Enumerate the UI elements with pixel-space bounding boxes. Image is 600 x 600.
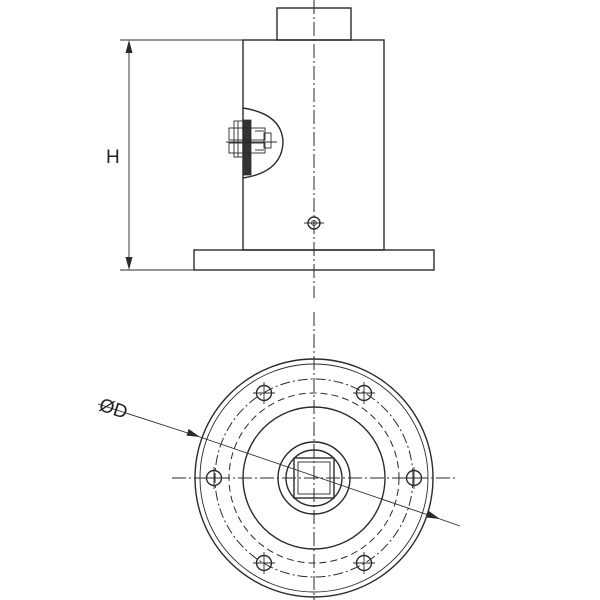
bolt-hole (253, 382, 275, 404)
flange-outer-circle (194, 358, 434, 598)
bolt-hole (353, 382, 375, 404)
connector-section (226, 107, 284, 179)
front-view: H (106, 0, 435, 298)
diameter-dimension (97, 403, 461, 527)
body-hidden-outline (228, 392, 400, 564)
height-dimension (120, 39, 243, 271)
bolt-hole (253, 552, 275, 574)
bolt-hole (403, 467, 425, 489)
bolt-hole (203, 467, 225, 489)
shaft-circle (285, 449, 343, 507)
bolt-hole (353, 552, 375, 574)
diameter-label: ØD (96, 395, 130, 424)
top-view: ØD (96, 312, 461, 600)
hub-inner-circle (277, 441, 351, 515)
flange-inner-edge (199, 363, 429, 593)
hub-outer-circle (242, 406, 386, 550)
square-drive-inner (297, 461, 331, 495)
bolt-holes (203, 382, 425, 574)
square-drive-outer (293, 457, 335, 499)
center-hole-marker (304, 216, 324, 230)
height-label: H (106, 147, 120, 168)
